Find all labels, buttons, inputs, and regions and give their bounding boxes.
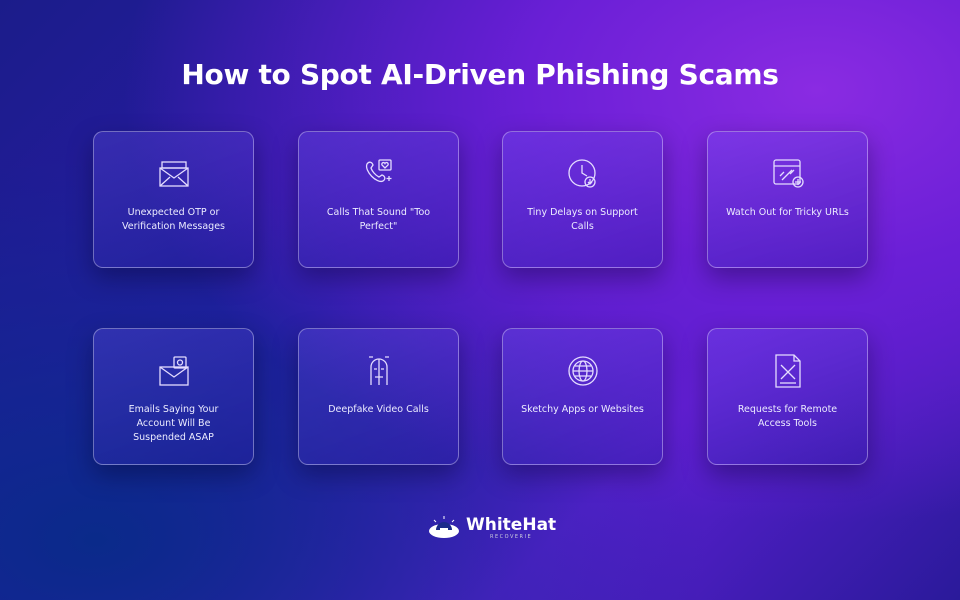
whitehat-logo: WhiteHat RECOVERIE [428,514,556,542]
card-label: Emails Saying Your Account Will Be Suspe… [128,404,219,443]
card-label: Unexpected OTP or Verification Messages [122,207,225,232]
card-label: Sketchy Apps or Websites [521,404,644,415]
envelope-at-icon [158,356,189,386]
phone-heart-icon [365,159,392,183]
envelope-password-icon [158,161,189,187]
hat-lock-icon [429,516,459,538]
card-label: Tiny Delays on Support Calls [527,207,638,232]
logo-name: WhiteHat [466,515,557,535]
card-delays: Tiny Delays on Support Calls [502,131,663,268]
link-browser-icon [772,159,804,188]
card-label: Calls That Sound "Too Perfect" [326,207,431,232]
card-label: Watch Out for Tricky URLs [726,207,849,218]
page-title: How to Spot AI-Driven Phishing Scams [181,58,779,91]
globe-icon [567,356,598,386]
card-deepfake: Deepfake Video Calls [298,328,459,465]
card-suspended: Emails Saying Your Account Will Be Suspe… [93,328,254,465]
clock-icon [567,159,596,188]
card-remote: Requests for Remote Access Tools [707,328,868,465]
card-calls: Calls That Sound "Too Perfect" [298,131,459,268]
document-tools-icon [774,354,801,388]
card-otp: Unexpected OTP or Verification Messages [93,131,254,268]
card-sketchy: Sketchy Apps or Websites [502,328,663,465]
card-label: Deepfake Video Calls [328,404,429,415]
logo-sub: RECOVERIE [490,534,533,540]
card-label: Requests for Remote Access Tools [737,404,838,429]
card-urls: Watch Out for Tricky URLs [707,131,868,268]
deepfake-face-icon [368,356,389,385]
